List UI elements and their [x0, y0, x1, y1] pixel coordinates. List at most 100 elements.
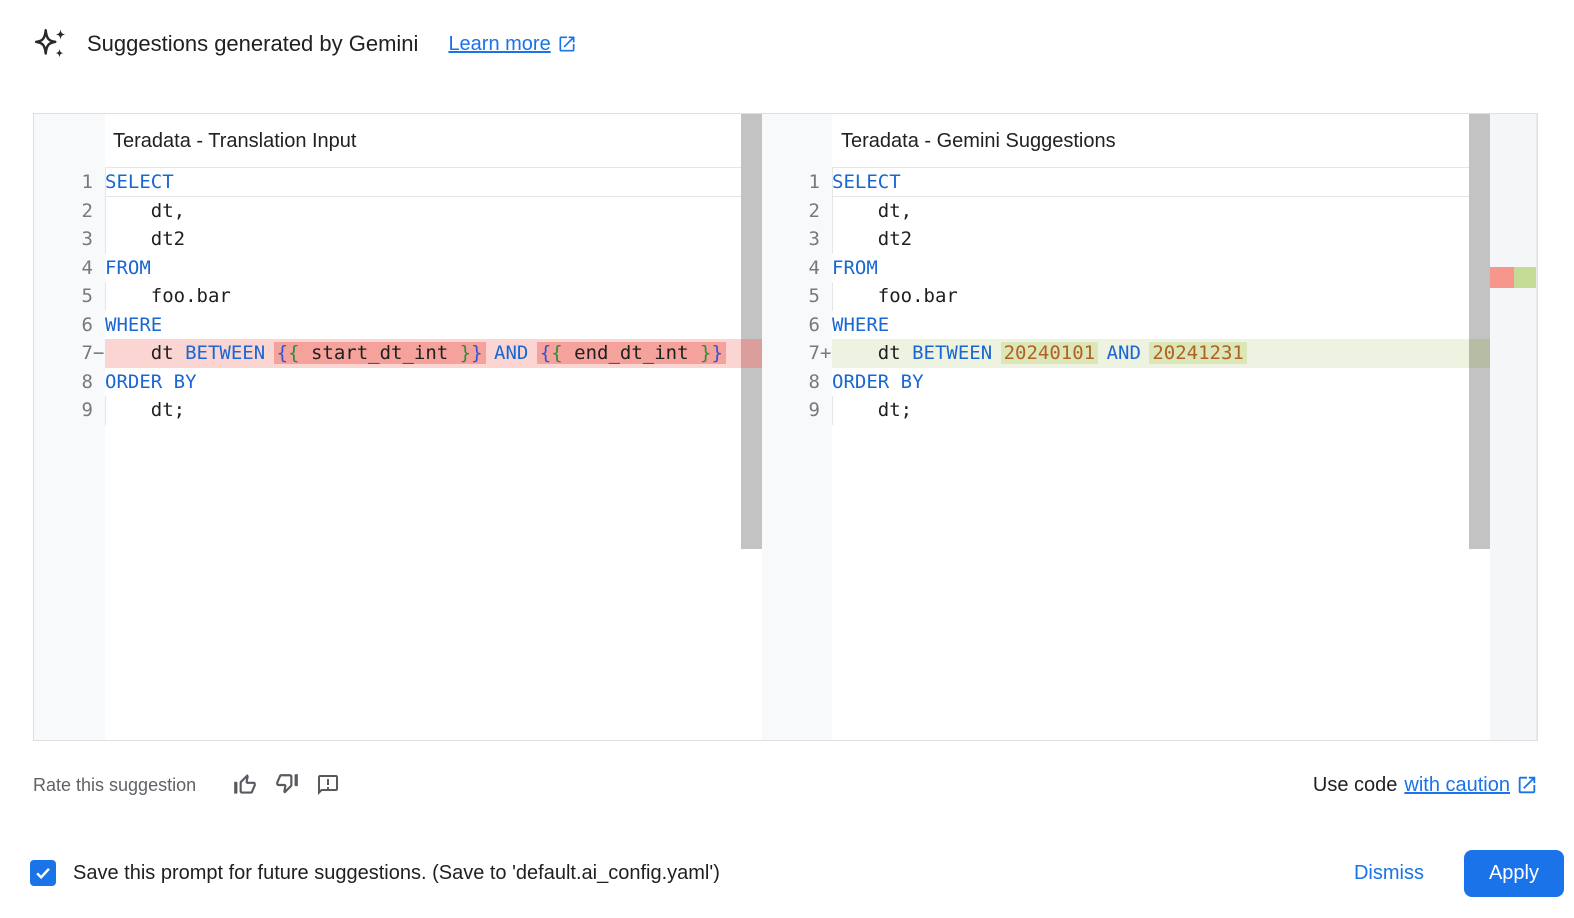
line-number: 9	[81, 399, 93, 421]
code-token: dt2	[105, 228, 186, 250]
diff-overview-ruler[interactable]	[1490, 114, 1537, 740]
code-line[interactable]: SELECT	[832, 167, 1490, 197]
code-line[interactable]: dt;	[832, 396, 1469, 425]
code-line[interactable]: foo.bar	[105, 282, 741, 311]
checkmark-icon	[36, 867, 50, 880]
code-token	[1095, 342, 1106, 364]
line-number: 2	[808, 199, 820, 222]
code-token: FROM	[105, 256, 151, 279]
code-line[interactable]: dt;	[105, 396, 741, 425]
code-line[interactable]: FROM	[832, 254, 1469, 283]
code-token: {	[276, 342, 289, 364]
line-number: 5	[808, 285, 820, 307]
line-number: 3	[81, 228, 93, 250]
line-number: 7−	[34, 339, 105, 368]
diff-changed-token: {{ start_dt_int }}	[273, 342, 486, 364]
overview-added-marker	[1514, 267, 1536, 288]
code-token: foo.bar	[832, 285, 958, 307]
use-code-prefix: Use code	[1312, 773, 1398, 796]
code-token: dt	[832, 342, 913, 364]
left-pane-title: Teradata - Translation Input	[113, 130, 357, 152]
code-token: 20241231	[1152, 342, 1244, 364]
line-number: 5	[81, 285, 93, 307]
thumbs-up-icon[interactable]	[232, 772, 258, 798]
code-token: dt,	[832, 199, 913, 222]
save-prompt-label: Save this prompt for future suggestions.…	[73, 861, 720, 884]
code-token: BETWEEN	[912, 342, 993, 364]
code-line[interactable]: SELECT	[105, 167, 762, 197]
external-link-icon	[559, 36, 575, 52]
line-number: 4	[81, 256, 93, 279]
left-scrollbar[interactable]	[741, 114, 762, 549]
code-line[interactable]: foo.bar	[832, 282, 1469, 311]
code-token	[483, 342, 494, 364]
code-token: WHERE	[105, 313, 163, 336]
code-line[interactable]: FROM	[105, 254, 741, 283]
apply-button[interactable]: Apply	[1463, 849, 1564, 897]
left-gutter	[34, 114, 105, 740]
thumbs-down-icon[interactable]	[274, 772, 300, 798]
external-link-icon	[1518, 776, 1536, 794]
code-token: SELECT	[832, 171, 901, 193]
code-token: start_dt_int	[299, 342, 460, 364]
line-number: 6	[81, 313, 93, 336]
line-number: 1	[81, 171, 93, 193]
code-line[interactable]: WHERE	[105, 311, 741, 340]
code-token: {	[539, 342, 552, 364]
dismiss-button[interactable]: Dismiss	[1344, 856, 1434, 891]
code-token: }	[471, 342, 483, 364]
code-token: }	[711, 342, 723, 364]
code-token: SELECT	[105, 171, 174, 193]
left-scrollbar-diff-marker	[741, 339, 762, 368]
code-token: }	[700, 342, 712, 364]
diff-changed-token: 20241231	[1149, 342, 1247, 364]
use-code-caution: Use code with caution	[1313, 774, 1538, 797]
code-token: {	[551, 342, 563, 364]
code-token: FROM	[832, 256, 878, 279]
line-number: 8	[808, 370, 820, 393]
with-caution-link[interactable]: with caution	[1404, 773, 1510, 796]
code-token: WHERE	[832, 313, 890, 336]
code-token: AND	[494, 342, 529, 364]
learn-more-link[interactable]: Learn more	[448, 33, 576, 56]
line-number: 1	[808, 171, 820, 193]
code-token: {	[288, 342, 300, 364]
code-token: }	[459, 342, 472, 364]
feedback-icon[interactable]	[316, 773, 340, 797]
line-number: 9	[808, 399, 820, 421]
rate-label: Rate this suggestion	[33, 774, 197, 795]
feedback-row: Rate this suggestion Use code with cauti…	[33, 768, 1538, 802]
line-number: 3	[808, 228, 820, 250]
code-line[interactable]: WHERE	[832, 311, 1469, 340]
code-token: 20240101	[1003, 342, 1096, 364]
save-prompt-checkbox[interactable]	[30, 860, 56, 886]
code-token: ORDER BY	[105, 370, 197, 393]
code-token: dt;	[105, 399, 186, 421]
diff-changed-token: {{ end_dt_int }}	[536, 342, 726, 364]
code-line[interactable]: dt,	[105, 196, 741, 226]
line-number: 6	[808, 313, 820, 336]
diff-line-marker: +	[820, 342, 832, 364]
line-number: 8	[81, 370, 93, 393]
code-token: BETWEEN	[185, 342, 266, 364]
code-line[interactable]: dt2	[105, 225, 741, 254]
code-token: foo.bar	[105, 285, 231, 307]
code-line[interactable]: dt BETWEEN {{ start_dt_int }} AND {{ end…	[105, 339, 741, 368]
code-token: dt2	[832, 228, 913, 250]
code-line[interactable]: dt,	[832, 196, 1469, 226]
code-line[interactable]: ORDER BY	[105, 368, 741, 397]
right-gutter	[762, 114, 832, 740]
right-scrollbar-diff-marker	[1469, 339, 1490, 368]
header: Suggestions generated by Gemini Learn mo…	[33, 28, 577, 60]
right-scrollbar[interactable]	[1469, 114, 1490, 549]
code-token: end_dt_int	[562, 342, 700, 364]
code-line[interactable]: dt BETWEEN 20240101 AND 20241231	[832, 339, 1469, 368]
code-line[interactable]: dt2	[832, 225, 1469, 254]
code-line[interactable]: ORDER BY	[832, 368, 1469, 397]
code-token: AND	[1106, 342, 1141, 364]
line-number: 7+	[762, 339, 832, 368]
